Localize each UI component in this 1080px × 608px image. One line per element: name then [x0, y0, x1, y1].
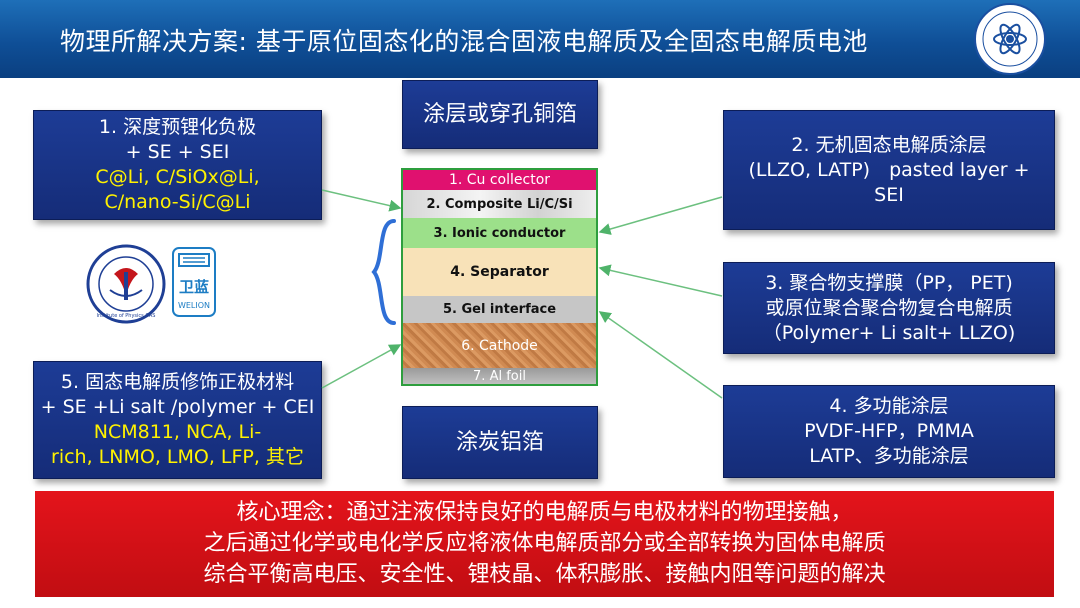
core-concept-banner: 核心理念：通过注液保持良好的电解质与电极材料的物理接触， 之后通过化学或电化学反… — [35, 491, 1054, 597]
cathode-title: 5. 固态电解质修饰正极材料 — [60, 371, 295, 393]
core-concept-line-3: 综合平衡高电压、安全性、锂枝晶、体积膨胀、接触内阻等问题的解决 — [203, 562, 886, 587]
coating-title: 4. 多功能涂层 — [829, 395, 949, 417]
polymer-title: 3. 聚合物支撑膜（PP， PET) — [765, 271, 1013, 294]
core-concept-line-2: 之后通过化学或电化学反应将液体电解质部分或全部转换为固体电解质 — [203, 531, 886, 556]
anode-components: + SE + SEI — [125, 141, 230, 163]
inorganic-title: 2. 无机固态电解质涂层 — [791, 133, 987, 156]
layer-separator: 4. Separator — [403, 248, 596, 296]
layer-gel-interface: 5. Gel interface — [403, 296, 596, 323]
anode-box: 1. 深度预锂化负极 + SE + SEI C@Li, C/SiOx@Li, C… — [33, 110, 322, 220]
welion-logo-cn: 卫蓝 — [179, 278, 209, 296]
slide-title: 物理所解决方案: 基于原位固态化的混合固液电解质及全固态电解质电池 — [60, 27, 868, 56]
arrow-cathode — [321, 344, 402, 389]
core-concept-line-1: 核心理念：通过注液保持良好的电解质与电极材料的物理接触， — [236, 500, 853, 525]
arrow-anode — [321, 189, 402, 212]
title-bar: 物理所解决方案: 基于原位固态化的混合固液电解质及全固态电解质电池 — [0, 0, 1080, 78]
layer-cu-collector: 1. Cu collector — [403, 170, 596, 190]
layer-ionic-conductor: 3. Ionic conductor — [403, 218, 596, 248]
layer-al-foil: 7. Al foil — [403, 368, 596, 384]
coating-materials-2: LATP、多功能涂层 — [809, 445, 969, 467]
polymer-box: 3. 聚合物支撑膜（PP， PET) 或原位聚合聚合物复合电解质 （Polyme… — [723, 262, 1055, 354]
layer-composite-anode: 2. Composite Li/C/Si — [403, 190, 596, 218]
coating-materials-1: PVDF-HFP，PMMA — [804, 420, 974, 442]
layer-cathode: 6. Cathode — [403, 323, 596, 368]
anode-materials-1: C@Li, C/SiOx@Li, — [95, 166, 260, 188]
polymer-desc: 或原位聚合聚合物复合电解质 — [765, 296, 1013, 319]
cathode-materials-2: rich, LNMO, LMO, LFP, 其它 — [51, 446, 304, 468]
coating-box: 4. 多功能涂层 PVDF-HFP，PMMA LATP、多功能涂层 — [723, 385, 1055, 478]
aluminum-foil-label: 涂炭铝箔 — [455, 430, 544, 455]
aluminum-foil-box: 涂炭铝箔 — [402, 406, 598, 479]
polymer-composition: （Polymer+ Li salt+ LLZO) — [762, 321, 1016, 344]
anode-title: 1. 深度预锂化负极 — [98, 116, 257, 138]
inorganic-electrolyte-box: 2. 无机固态电解质涂层 (LLZO, LATP) pasted layer +… — [723, 110, 1055, 230]
iop-logo-text: Institute of Physics CAS — [97, 313, 156, 319]
cathode-box: 5. 固态电解质修饰正极材料 + SE +Li salt /polymer + … — [33, 361, 322, 479]
inorganic-sei: SEI — [874, 183, 904, 206]
cathode-materials-1: NCM811, NCA, Li- — [93, 421, 262, 443]
arrow-inorganic — [598, 196, 723, 235]
brace-icon — [371, 219, 396, 325]
anode-materials-2: C/nano-Si/C@Li — [104, 191, 251, 213]
inorganic-materials: (LLZO, LATP) pasted layer + — [748, 158, 1030, 181]
arrow-polymer — [598, 264, 723, 297]
welion-logo: 卫蓝 WELION — [172, 247, 216, 317]
iop-logo: Institute of Physics CAS — [86, 244, 166, 324]
battery-layer-stack: 1. Cu collector 2. Composite Li/C/Si 3. … — [401, 168, 598, 386]
cas-logo — [974, 3, 1046, 75]
copper-foil-label: 涂层或穿孔铜箔 — [422, 102, 577, 127]
welion-logo-en: WELION — [178, 301, 210, 310]
arrow-coating — [598, 311, 723, 399]
cathode-components: + SE +Li salt /polymer + CEI — [40, 396, 315, 418]
copper-foil-box: 涂层或穿孔铜箔 — [402, 80, 598, 149]
